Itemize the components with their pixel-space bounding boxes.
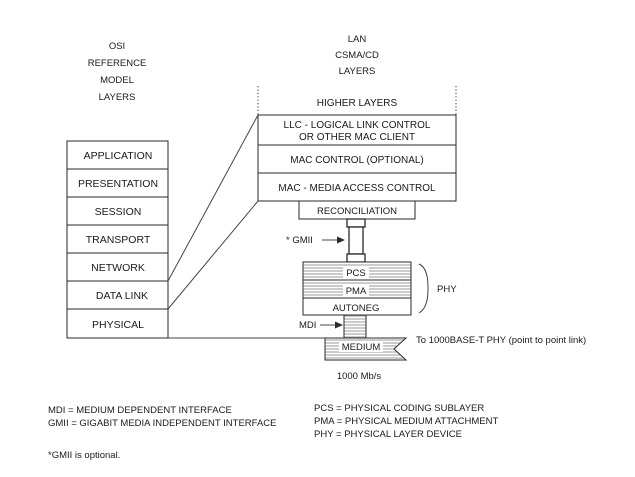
legend-gmii: GMII = GIGABIT MEDIA INDEPENDENT INTERFA… [48, 418, 276, 429]
lan-header-line: LAN [348, 34, 367, 45]
higher-layers-label: HIGHER LAYERS [317, 98, 398, 109]
reconciliation-label: RECONCILIATION [317, 206, 397, 217]
osi-layer-stack: APPLICATION PRESENTATION SESSION TRANSPO… [66, 140, 169, 339]
osi-layer-transport [66, 224, 169, 254]
legend-note: *GMII is optional. [48, 450, 120, 461]
data-link-mapping-upper [167, 114, 259, 282]
to-phy-label: To 1000BASE-T PHY (point to point link) [416, 335, 586, 346]
speed-label: 1000 Mb/s [337, 371, 382, 382]
gmii-connector [346, 218, 366, 263]
osi-header-line: LAYERS [99, 92, 136, 103]
legend-phy: PHY = PHYSICAL LAYER DEVICE [314, 429, 462, 440]
mdi-connector [343, 314, 367, 339]
lan-header-line: CSMA/CD [335, 50, 379, 61]
mac-label: MAC - MEDIA ACCESS CONTROL [278, 183, 436, 194]
osi-layer-presentation [66, 168, 169, 198]
lan-header: LAN CSMA/CD LAYERS [335, 34, 379, 77]
pma-label: PMA [346, 286, 367, 297]
osi-layer-label: DATA LINK [96, 290, 148, 302]
osi-layer-label: PRESENTATION [78, 178, 158, 190]
llc-layer [257, 114, 457, 146]
gmii-label: * GMII [286, 235, 313, 246]
llc-label-line2: OR OTHER MAC CLIENT [299, 132, 415, 143]
mdi-label: MDI [299, 320, 316, 331]
osi-layer-label: SESSION [95, 206, 142, 218]
phy-brace [418, 263, 429, 314]
osi-header-line: REFERENCE [88, 58, 147, 69]
legend: MDI = MEDIUM DEPENDENT INTERFACE GMII = … [48, 403, 499, 461]
lan-layer-stack: LLC - LOGICAL LINK CONTROL OR OTHER MAC … [257, 114, 457, 220]
osi-layer-data-link [66, 280, 169, 310]
legend-mdi: MDI = MEDIUM DEPENDENT INTERFACE [48, 405, 232, 416]
legend-pcs: PCS = PHYSICAL CODING SUBLAYER [314, 403, 484, 414]
osi-layer-label: TRANSPORT [86, 234, 151, 246]
osi-header-line: MODEL [100, 75, 134, 86]
pcs-label: PCS [346, 268, 366, 279]
legend-pma: PMA = PHYSICAL MEDIUM ATTACHMENT [314, 416, 499, 427]
osi-layer-application [66, 140, 169, 170]
osi-header-line: OSI [109, 41, 125, 52]
osi-layer-physical [66, 308, 169, 339]
gmii-arrow [322, 236, 345, 244]
osi-layer-label: NETWORK [91, 262, 145, 274]
data-link-mapping-lower [167, 200, 259, 310]
gmii-connector-top [346, 218, 366, 228]
osi-header: OSI REFERENCE MODEL LAYERS [88, 41, 147, 103]
phy-stack: PCS PMA AUTONEG [302, 261, 412, 316]
autoneg-label: AUTONEG [333, 303, 380, 314]
medium-label: MEDIUM [342, 342, 381, 353]
osi-layer-label: PHYSICAL [92, 319, 144, 331]
lan-header-line: LAYERS [339, 66, 376, 77]
gmii-connector-bottom [346, 253, 366, 263]
gmii-connector-shaft [348, 226, 364, 255]
llc-label-line1: LLC - LOGICAL LINK CONTROL [284, 120, 431, 131]
mdi-arrow [320, 321, 343, 329]
mapping-lines [167, 114, 345, 339]
phy-label: PHY [437, 284, 457, 295]
mac-control-layer [257, 144, 457, 174]
medium-block: MEDIUM [324, 337, 408, 361]
osi-layer-label: APPLICATION [84, 150, 153, 162]
mac-control-label: MAC CONTROL (OPTIONAL) [290, 155, 424, 166]
